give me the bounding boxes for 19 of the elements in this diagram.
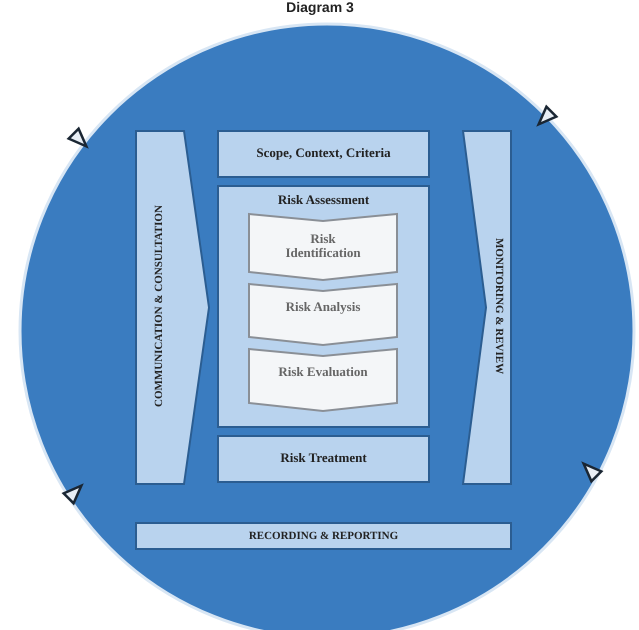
box-label: Risk Identification [284, 232, 362, 261]
process-box [217, 435, 430, 483]
side-panel [462, 130, 512, 485]
vertical-label: COMMUNICATION & CONSULTATION [152, 204, 166, 408]
step-chevron-box [248, 348, 398, 412]
diagram-title: Diagram 3 [285, 0, 355, 16]
box-label: Risk Assessment [276, 193, 370, 208]
box-label: Risk Treatment [279, 451, 368, 466]
box-label: RECORDING & REPORTING [248, 530, 400, 542]
box-label: Risk Evaluation [278, 365, 368, 380]
step-chevron-box [248, 283, 398, 346]
step-chevron-box [248, 213, 398, 281]
process-box [217, 185, 430, 428]
vertical-label: MONITORING & REVIEW [492, 236, 506, 376]
process-box [135, 522, 512, 550]
box-label: Risk Analysis [284, 300, 362, 314]
side-arrow-panel [135, 130, 210, 485]
box-label: Scope, Context, Criteria [255, 146, 392, 160]
process-box [217, 130, 430, 178]
